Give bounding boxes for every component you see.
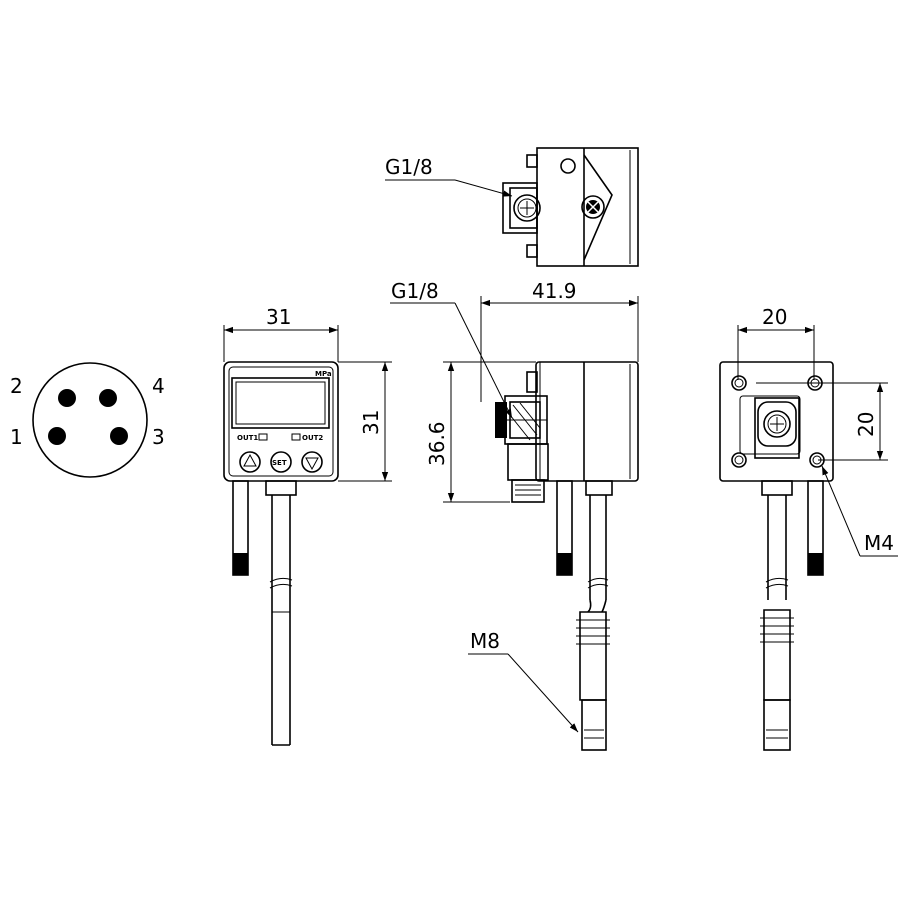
pin-4-dot bbox=[99, 389, 117, 407]
pin-label-4: 4 bbox=[152, 374, 165, 398]
side-width-label: 41.9 bbox=[532, 279, 577, 303]
screw-hole-icon bbox=[560, 158, 576, 174]
top-view: G1/8 bbox=[385, 147, 639, 267]
m4-label: M4 bbox=[864, 531, 894, 555]
out1-label: OUT1 bbox=[237, 434, 258, 442]
arrow-down-icon bbox=[305, 457, 319, 471]
threaded-hole-icon bbox=[809, 452, 825, 468]
m8-connector bbox=[576, 611, 610, 751]
back-view: 20 20 M4 bbox=[719, 305, 898, 751]
set-label: SET bbox=[272, 459, 287, 467]
sensor-side-housing bbox=[535, 361, 639, 482]
pin-label-2: 2 bbox=[10, 374, 23, 398]
back-horizontal-label: 20 bbox=[762, 305, 787, 329]
unit-label: MPa bbox=[315, 370, 332, 378]
down-button[interactable] bbox=[301, 451, 323, 473]
set-button[interactable]: SET bbox=[270, 451, 292, 473]
m8-label: M8 bbox=[470, 629, 500, 653]
port-opening-icon bbox=[763, 410, 791, 438]
connector-outline bbox=[32, 362, 148, 478]
front-width-label: 31 bbox=[266, 305, 291, 329]
pin-label-1: 1 bbox=[10, 425, 23, 449]
side-port-label: G1/8 bbox=[391, 279, 439, 303]
mounting-hole-icon bbox=[731, 375, 747, 391]
side-view: 41.9 G1/8 36.6 bbox=[390, 279, 639, 751]
cable-gland bbox=[265, 480, 297, 496]
back-vertical-label: 20 bbox=[854, 412, 878, 437]
back-port bbox=[754, 397, 800, 459]
front-height-label: 31 bbox=[359, 410, 383, 435]
up-button[interactable] bbox=[239, 451, 261, 473]
pin-label-3: 3 bbox=[152, 425, 165, 449]
arrow-up-icon bbox=[243, 453, 257, 467]
side-height-label: 36.6 bbox=[425, 421, 449, 466]
lcd-display bbox=[231, 377, 330, 429]
m8-connector bbox=[760, 609, 794, 751]
top-port-label: G1/8 bbox=[385, 155, 433, 179]
pin-2-dot bbox=[58, 389, 76, 407]
out2-label: OUT2 bbox=[302, 434, 323, 442]
mounting-hole-icon bbox=[581, 195, 605, 219]
mounting-hole-icon bbox=[731, 452, 747, 468]
pin-1-dot bbox=[48, 427, 66, 445]
connector-pinout: 1 2 3 4 bbox=[10, 362, 165, 478]
port-opening-icon bbox=[513, 194, 541, 222]
mounting-hole-icon bbox=[807, 375, 823, 391]
front-view: 31 31 MPa OUT1 OUT2 SET bbox=[223, 305, 392, 746]
pin-3-dot bbox=[110, 427, 128, 445]
